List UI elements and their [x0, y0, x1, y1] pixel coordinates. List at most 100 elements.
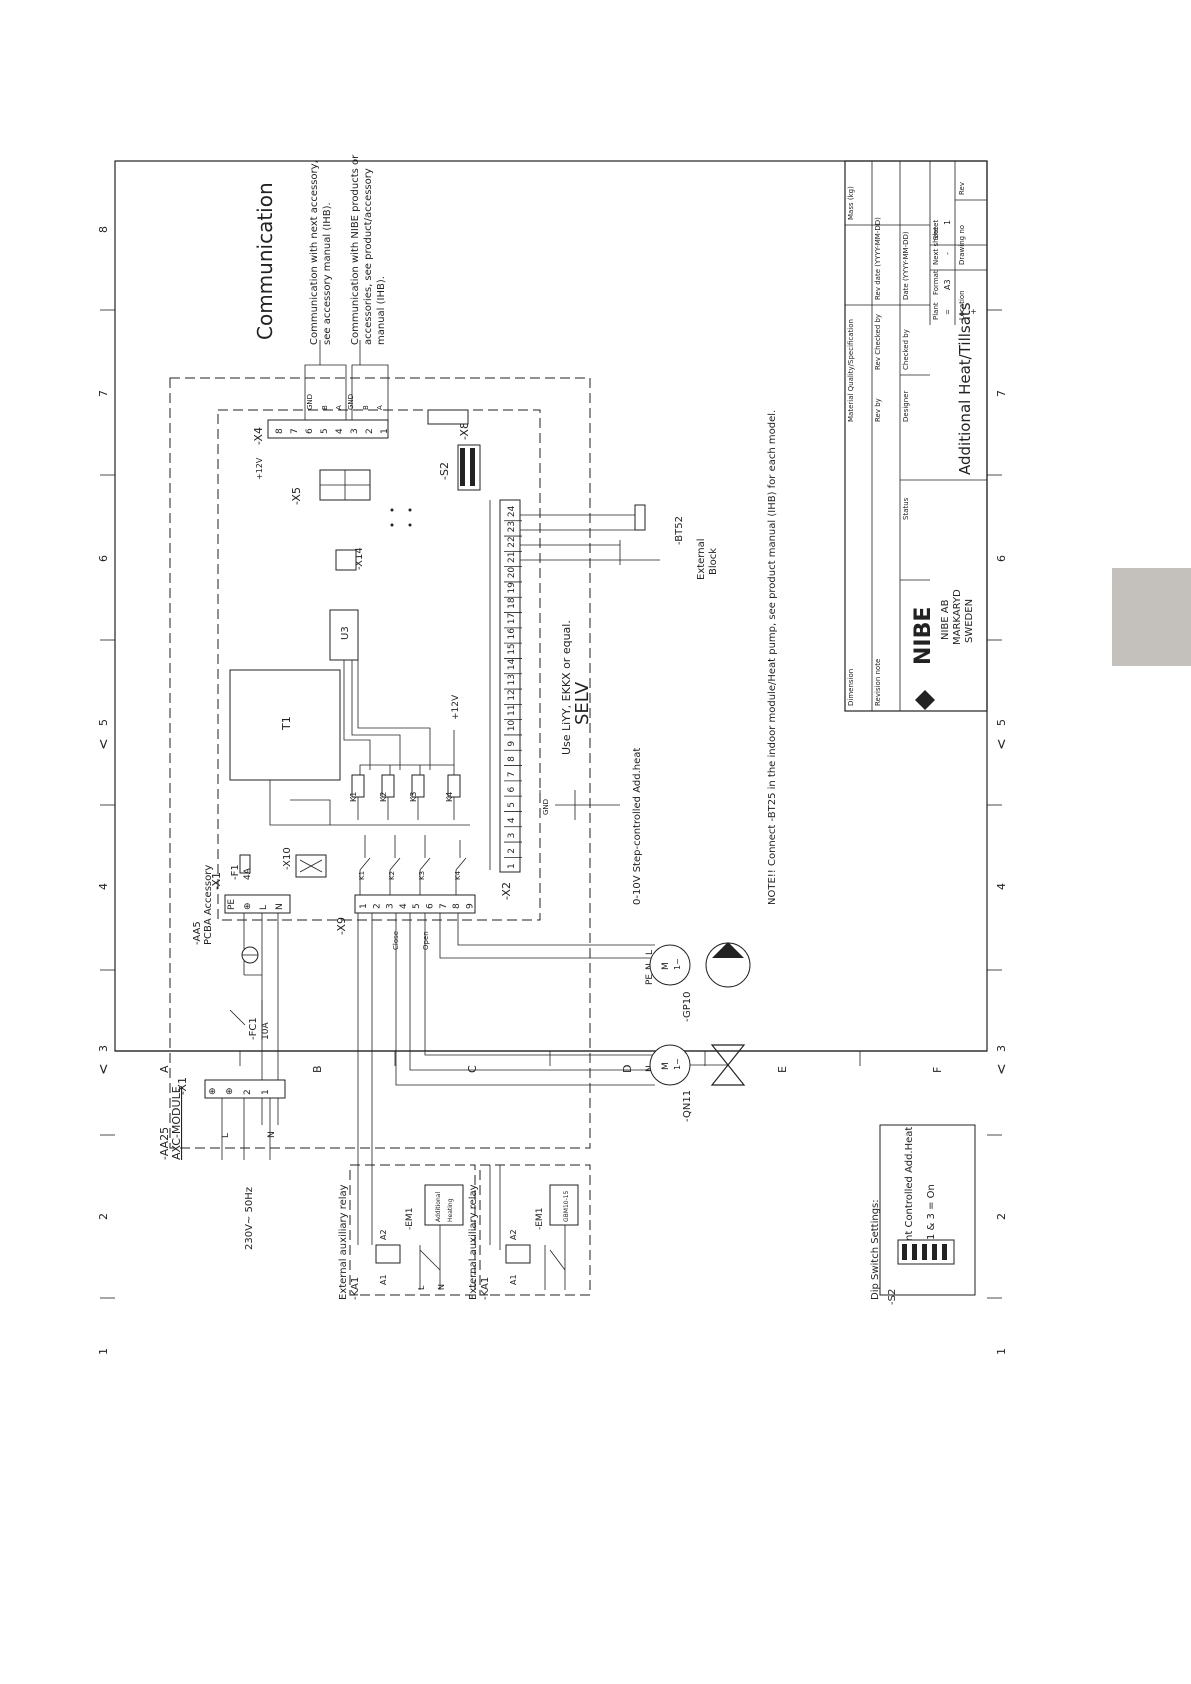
- x1-l: L: [259, 905, 269, 910]
- x2-terminal-19: 19: [507, 582, 517, 594]
- pump-name: -GP10: [682, 992, 693, 1022]
- pump-m: M: [661, 962, 671, 970]
- tb-company: NIBE AB: [940, 599, 951, 640]
- grid-row-e: E: [776, 1066, 789, 1073]
- grid-numbers-left: 1 2 3 4 5 6 7 8: [97, 226, 110, 1355]
- x5-label: -X5: [290, 487, 303, 505]
- grid-letters: A B C D E F: [158, 1065, 944, 1073]
- communication-line2c: manual (IHB).: [376, 276, 387, 345]
- communication-line2b: accessories, see product/accessory: [363, 168, 374, 345]
- t1-label: T1: [280, 716, 293, 731]
- valve-symbol: [710, 1044, 746, 1086]
- tb-sheet: Sheet: [932, 220, 940, 240]
- tb-rev-by: Rev by: [874, 398, 882, 422]
- x9-terminal-9: 9: [465, 903, 475, 909]
- x9-terminal-3: 3: [386, 903, 396, 909]
- valve-close: Close: [392, 931, 400, 950]
- grid-col-7-right: 7: [995, 390, 1008, 397]
- x2-terminal-18: 18: [507, 597, 517, 609]
- x1-main-earth-2: ⊕: [225, 1087, 235, 1095]
- grid-col-2: 2: [97, 1213, 110, 1220]
- ext-relay-2-load: GBM10-15: [563, 1190, 570, 1222]
- relay-k2-contact: K2: [388, 871, 396, 880]
- x4-terminal-1: 1: [380, 428, 390, 434]
- x4-b-2: B: [362, 405, 370, 410]
- relay-k3-coil: K3: [409, 792, 418, 802]
- grid-arrow-left-3: <: [96, 1063, 112, 1075]
- grid-row-d: D: [621, 1065, 634, 1073]
- x2-terminal-1: 1: [507, 863, 517, 869]
- x2-terminal-9: 9: [507, 741, 517, 747]
- bt25-note: NOTE!! Connect -BT25 in the indoor modul…: [767, 410, 778, 905]
- relay-coils: K1 K2 K3 K4 +12V: [349, 694, 461, 820]
- ext-relay-1-em: -EM1: [405, 1208, 415, 1230]
- fuse-f1-rating: 4A: [243, 867, 253, 880]
- tb-mass: Mass (kg): [847, 186, 855, 220]
- accessory-name: -AA5: [192, 921, 203, 945]
- x4-12v: +12V: [255, 457, 264, 480]
- pump-arrow: [712, 942, 744, 958]
- grid-col-2-right: 2: [995, 1213, 1008, 1220]
- x1-main-label: -X1: [176, 1077, 189, 1095]
- tb-dimension: Dimension: [847, 669, 855, 706]
- x2-terminal-21: 21: [507, 552, 517, 563]
- board-dots: [390, 508, 412, 527]
- ext-relay-2-name: -KA1: [480, 1277, 491, 1300]
- dip-title: Dip Switch Settings:: [870, 1199, 881, 1300]
- grid-arrow-right-5: <: [994, 738, 1010, 750]
- tb-material: Material Quality/Specification: [847, 319, 855, 422]
- tb-status: Status: [902, 497, 910, 520]
- x2-terminal-13: 13: [507, 674, 517, 685]
- grid-col-1: 1: [97, 1348, 110, 1355]
- communication-block: Communication Communication with next ac…: [253, 154, 387, 345]
- relay-12v: +12V: [451, 694, 461, 720]
- grid-arrow-left-5: <: [96, 738, 112, 750]
- communication-line1a: Communication with next accessory,: [309, 160, 320, 345]
- x2-terminal-8: 8: [507, 756, 517, 762]
- x8-label: -X8: [458, 422, 471, 440]
- relay-k4-contact: K4: [454, 870, 462, 880]
- accessory-board: PCBA Accessory: [203, 865, 214, 945]
- grid-col-7: 7: [97, 390, 110, 397]
- x2-terminal-10: 10: [507, 720, 517, 732]
- grid-arrow-right-3: <: [994, 1063, 1010, 1075]
- tb-next-sheet: Next sheet: [932, 227, 940, 265]
- x2-terminal-5: 5: [507, 802, 517, 808]
- tb-designer: Designer: [902, 391, 910, 422]
- x1-earth: ⊕: [243, 902, 253, 910]
- x4-terminal-7: 7: [290, 428, 300, 434]
- x1-main-2: 2: [243, 1089, 253, 1095]
- ext-relay-2-title: External auxiliary relay: [468, 1184, 479, 1300]
- external-block-2: Block: [708, 548, 719, 575]
- analog-tag: GND: [542, 799, 550, 815]
- grid-col-1-right: 1: [995, 1348, 1008, 1355]
- external-relay-1: External auxiliary relay -KA1 A1 A2 -EM1…: [338, 1164, 476, 1300]
- tb-format-val: A3: [943, 279, 952, 290]
- module-subname: AXC-MODULE: [170, 1086, 183, 1160]
- valve-phase: 1~: [673, 1058, 682, 1070]
- u3-label: U3: [340, 626, 351, 640]
- ext-relay-1-load-b: Heating: [447, 1198, 454, 1222]
- x1-main-1: 1: [261, 1089, 271, 1095]
- tb-revision-note: Revision note: [874, 659, 882, 706]
- tb-rev-checked: Rev Checked by: [874, 314, 882, 370]
- fuse-f1: [239, 854, 251, 874]
- relay-k3-contact: K3: [418, 871, 426, 880]
- pump-phase: 1~: [673, 958, 682, 970]
- x4-a-2: A: [376, 405, 384, 410]
- side-tab: [1112, 568, 1191, 666]
- x2-terminal-6: 6: [507, 787, 517, 793]
- fuse-f1-label: -F1: [230, 864, 241, 880]
- tb-checked-by: Checked by: [902, 329, 910, 370]
- x14-connector: [335, 549, 357, 571]
- grid-ticks: [100, 309, 1002, 1299]
- ext-relay-1-n: N: [437, 1284, 446, 1290]
- ext-relay-2-a2: A2: [509, 1229, 518, 1240]
- terminal-x2: -X2 123456789101112131415161718192021222…: [489, 499, 522, 900]
- tb-format: Format: [932, 270, 940, 295]
- grid-col-6-right: 6: [995, 555, 1008, 562]
- relay-k2-coil: K2: [379, 792, 388, 802]
- terminal-x1-main: -X1 ⊕ ⊕ 2 1: [176, 1077, 286, 1160]
- nibe-logo-icon: [915, 690, 935, 710]
- breaker-fc1-rating: 10A: [261, 1022, 271, 1040]
